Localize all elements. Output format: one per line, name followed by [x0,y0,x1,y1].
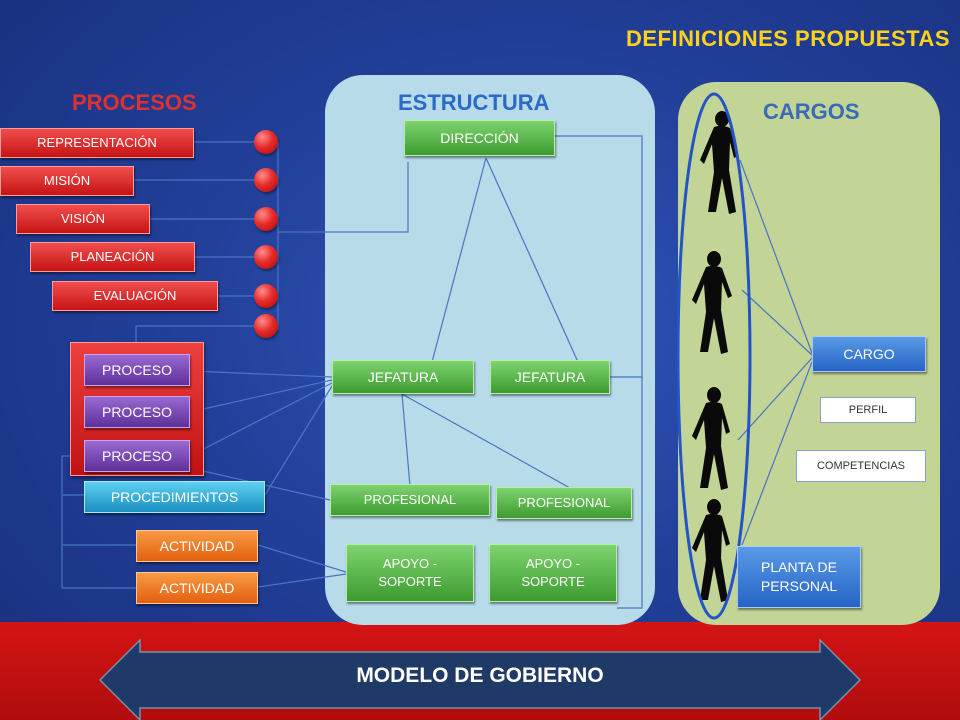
proceso-representacion-box[interactable]: REPRESENTACIÓN [0,128,194,158]
jefatura-box-1[interactable]: JEFATURA [332,360,474,394]
red-dot-4 [254,245,278,269]
profesional-box-1[interactable]: PROFESIONAL [330,484,490,516]
proceso-box-2[interactable]: PROCESO [84,396,190,428]
page-title: DEFINICIONES PROPUESTAS [625,26,950,51]
banner-arrow-shape [98,638,862,720]
red-dot-3 [254,207,278,231]
proceso-evaluacion-box[interactable]: EVALUACIÓN [52,281,218,311]
cargos-header: CARGOS [763,99,860,124]
proceso-box-1[interactable]: PROCESO [84,354,190,386]
modelo-de-gobierno-banner: MODELO DE GOBIERNO [356,664,604,687]
red-dot-2 [254,168,278,192]
cargo-box[interactable]: CARGO [812,336,926,372]
person-figures [692,111,738,602]
red-dot-6 [254,314,278,338]
proceso-mision-box[interactable]: MISIÓN [0,166,134,196]
figures-ellipse [676,92,752,620]
proceso-vision-box[interactable]: VISIÓN [16,204,150,234]
apoyo-soporte-box-2[interactable]: APOYO - SOPORTE [489,544,617,602]
proceso-box-3[interactable]: PROCESO [84,440,190,472]
planta-de-personal-box[interactable]: PLANTA DE PERSONAL [737,546,861,608]
red-dot-1 [254,130,278,154]
profesional-box-2[interactable]: PROFESIONAL [496,487,632,519]
procesos-header: PROCESOS [72,90,197,115]
actividad-box-2[interactable]: ACTIVIDAD [136,572,258,604]
apoyo-soporte-box-1[interactable]: APOYO - SOPORTE [346,544,474,602]
proceso-planeacion-box[interactable]: PLANEACIÓN [30,242,195,272]
procedimientos-box[interactable]: PROCEDIMIENTOS [84,481,265,513]
direccion-box[interactable]: DIRECCIÓN [404,120,555,156]
actividad-box-1[interactable]: ACTIVIDAD [136,530,258,562]
perfil-box[interactable]: PERFIL [820,397,916,423]
estructura-header: ESTRUCTURA [398,90,550,115]
competencias-box[interactable]: COMPETENCIAS [796,450,926,482]
jefatura-box-2[interactable]: JEFATURA [490,360,610,394]
red-dot-5 [254,284,278,308]
